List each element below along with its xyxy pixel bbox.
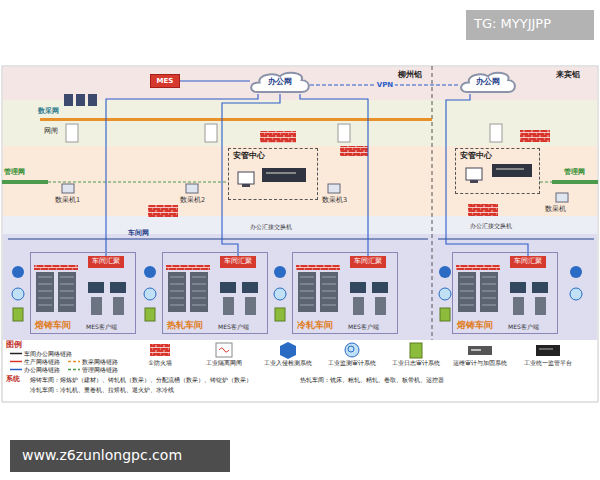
workshop-devices: [12, 265, 582, 321]
aggregation-switch: 车间汇聚: [510, 256, 546, 268]
legend-text: 工业统一监管平台: [524, 359, 572, 366]
label-text: 冷轧车间：冷轧机、重卷机、拉矫机、退火炉、水冷线: [30, 386, 174, 393]
label-text: 图例: [6, 340, 22, 350]
label-text: 数采机: [545, 206, 566, 214]
server-icons: [64, 94, 97, 106]
cloud-network: 办公网: [460, 70, 516, 94]
firewall-icons: [148, 130, 550, 217]
workshop-band: [3, 234, 597, 340]
workshop-panel: 车间汇聚热轧车间: [162, 252, 268, 334]
node-text: 热轧车间: [167, 320, 203, 331]
workshop-panel: 车间汇聚熔铸车间: [30, 252, 136, 334]
access-band: [3, 216, 597, 234]
label-text: 热轧车间：铣床、粗轧、精轧、卷取、板带机、运控器: [300, 376, 444, 383]
label-text: 车间网: [128, 229, 149, 237]
node-text: 熔铸车间: [35, 320, 71, 331]
aggregation-switch: 车间汇聚: [220, 256, 256, 268]
network-link: [300, 94, 368, 256]
label-text: www.z6zunlongpc.com: [22, 447, 182, 464]
node-text: 办公网: [268, 77, 292, 87]
network-link: [106, 94, 258, 256]
mgmt-bar: [2, 180, 48, 184]
label-text: 网闸: [44, 127, 58, 135]
label-text: MES客户端: [508, 323, 539, 330]
legend-text: 工业日志审计系统: [392, 359, 440, 366]
legend-text: 管理网络链路: [82, 366, 118, 373]
label-text: 管理网: [4, 168, 25, 176]
network-link: [446, 94, 528, 256]
label-text: MES客户端: [218, 323, 249, 330]
legend-text: 工业监测审计系统: [328, 359, 376, 366]
legend-text: 车间办公网络链路: [24, 350, 72, 357]
legend-text: 生产网络链路: [24, 358, 60, 365]
label-text: TG: MYYJJPP: [474, 16, 551, 32]
workshop-bus: [438, 238, 594, 240]
node-text: 车间汇聚: [514, 258, 542, 266]
label-text: MES客户端: [86, 323, 117, 330]
cloud-network: 办公网: [250, 70, 310, 94]
watermark-box: [466, 10, 594, 40]
data-bus: [40, 118, 432, 121]
edge-label: VPN: [375, 81, 395, 89]
node-text: 车间汇聚: [354, 258, 382, 266]
legend-text: 工业隔离网闸: [206, 359, 242, 366]
data-band: [3, 100, 597, 146]
node-text: 办公网: [476, 77, 500, 87]
site-divider: [432, 66, 433, 340]
label-text: 熔铸车间：熔炼炉（建材）、铸轧机（数采）、分配流槽（数采）、铸锭炉（数采）: [30, 376, 252, 383]
label-text: MES客户端: [348, 323, 379, 330]
legend-text: 运维审计与加固系统: [453, 359, 507, 366]
label-text: 办公汇接交换机: [250, 223, 292, 230]
legend-text: 数采网络链路: [82, 358, 118, 365]
node-text: 车间汇聚: [224, 258, 252, 266]
aggregation-switch: 车间汇聚: [350, 256, 386, 268]
figure-frame: [2, 66, 598, 402]
legend-text: 工业入侵检测系统: [264, 359, 312, 366]
node-text: 安管中心: [233, 151, 265, 161]
workshop-bus: [8, 238, 428, 240]
management-band: [3, 146, 597, 216]
node-text: MES: [157, 77, 174, 85]
mgmt-link: [540, 182, 552, 183]
label-text: 管理网: [564, 168, 585, 176]
watermark-box: [10, 440, 230, 472]
node-text: 冷轧车间: [297, 320, 333, 331]
node-text: 安管中心: [460, 151, 492, 161]
label-text: 数采机2: [180, 197, 205, 205]
label-text: 办公汇接交换机: [470, 222, 512, 229]
label-text: 柳州铝: [398, 70, 422, 80]
security-center-devices: [238, 164, 532, 187]
mes-firewall: MES: [150, 74, 180, 88]
legend-text: ①防火墙: [148, 359, 171, 366]
label-text: 来宾铝: [556, 70, 580, 80]
mgmt-bar: [552, 180, 598, 184]
workshop-panel: 车间汇聚冷轧车间: [292, 252, 398, 334]
security-center: 安管中心: [228, 148, 318, 200]
label-text: 数采机1: [55, 197, 80, 205]
node-text: 车间汇聚: [92, 258, 120, 266]
gateway-icons: [66, 124, 502, 142]
network-link: [222, 94, 280, 256]
legend-icons: [150, 342, 560, 359]
workshop-panel: 车间汇聚熔铸车间: [452, 252, 558, 334]
label-text: 系统: [6, 375, 20, 383]
aggregation-switch: 车间汇聚: [88, 256, 124, 268]
mgmt-link: [48, 182, 228, 183]
label-text: 数采机3: [322, 197, 347, 205]
label-text: 数采网: [38, 107, 59, 115]
security-center: 安管中心: [455, 148, 540, 194]
legend-text: 办公网络链路: [24, 366, 60, 373]
node-text: 熔铸车间: [457, 320, 493, 331]
network-link: [180, 80, 250, 81]
